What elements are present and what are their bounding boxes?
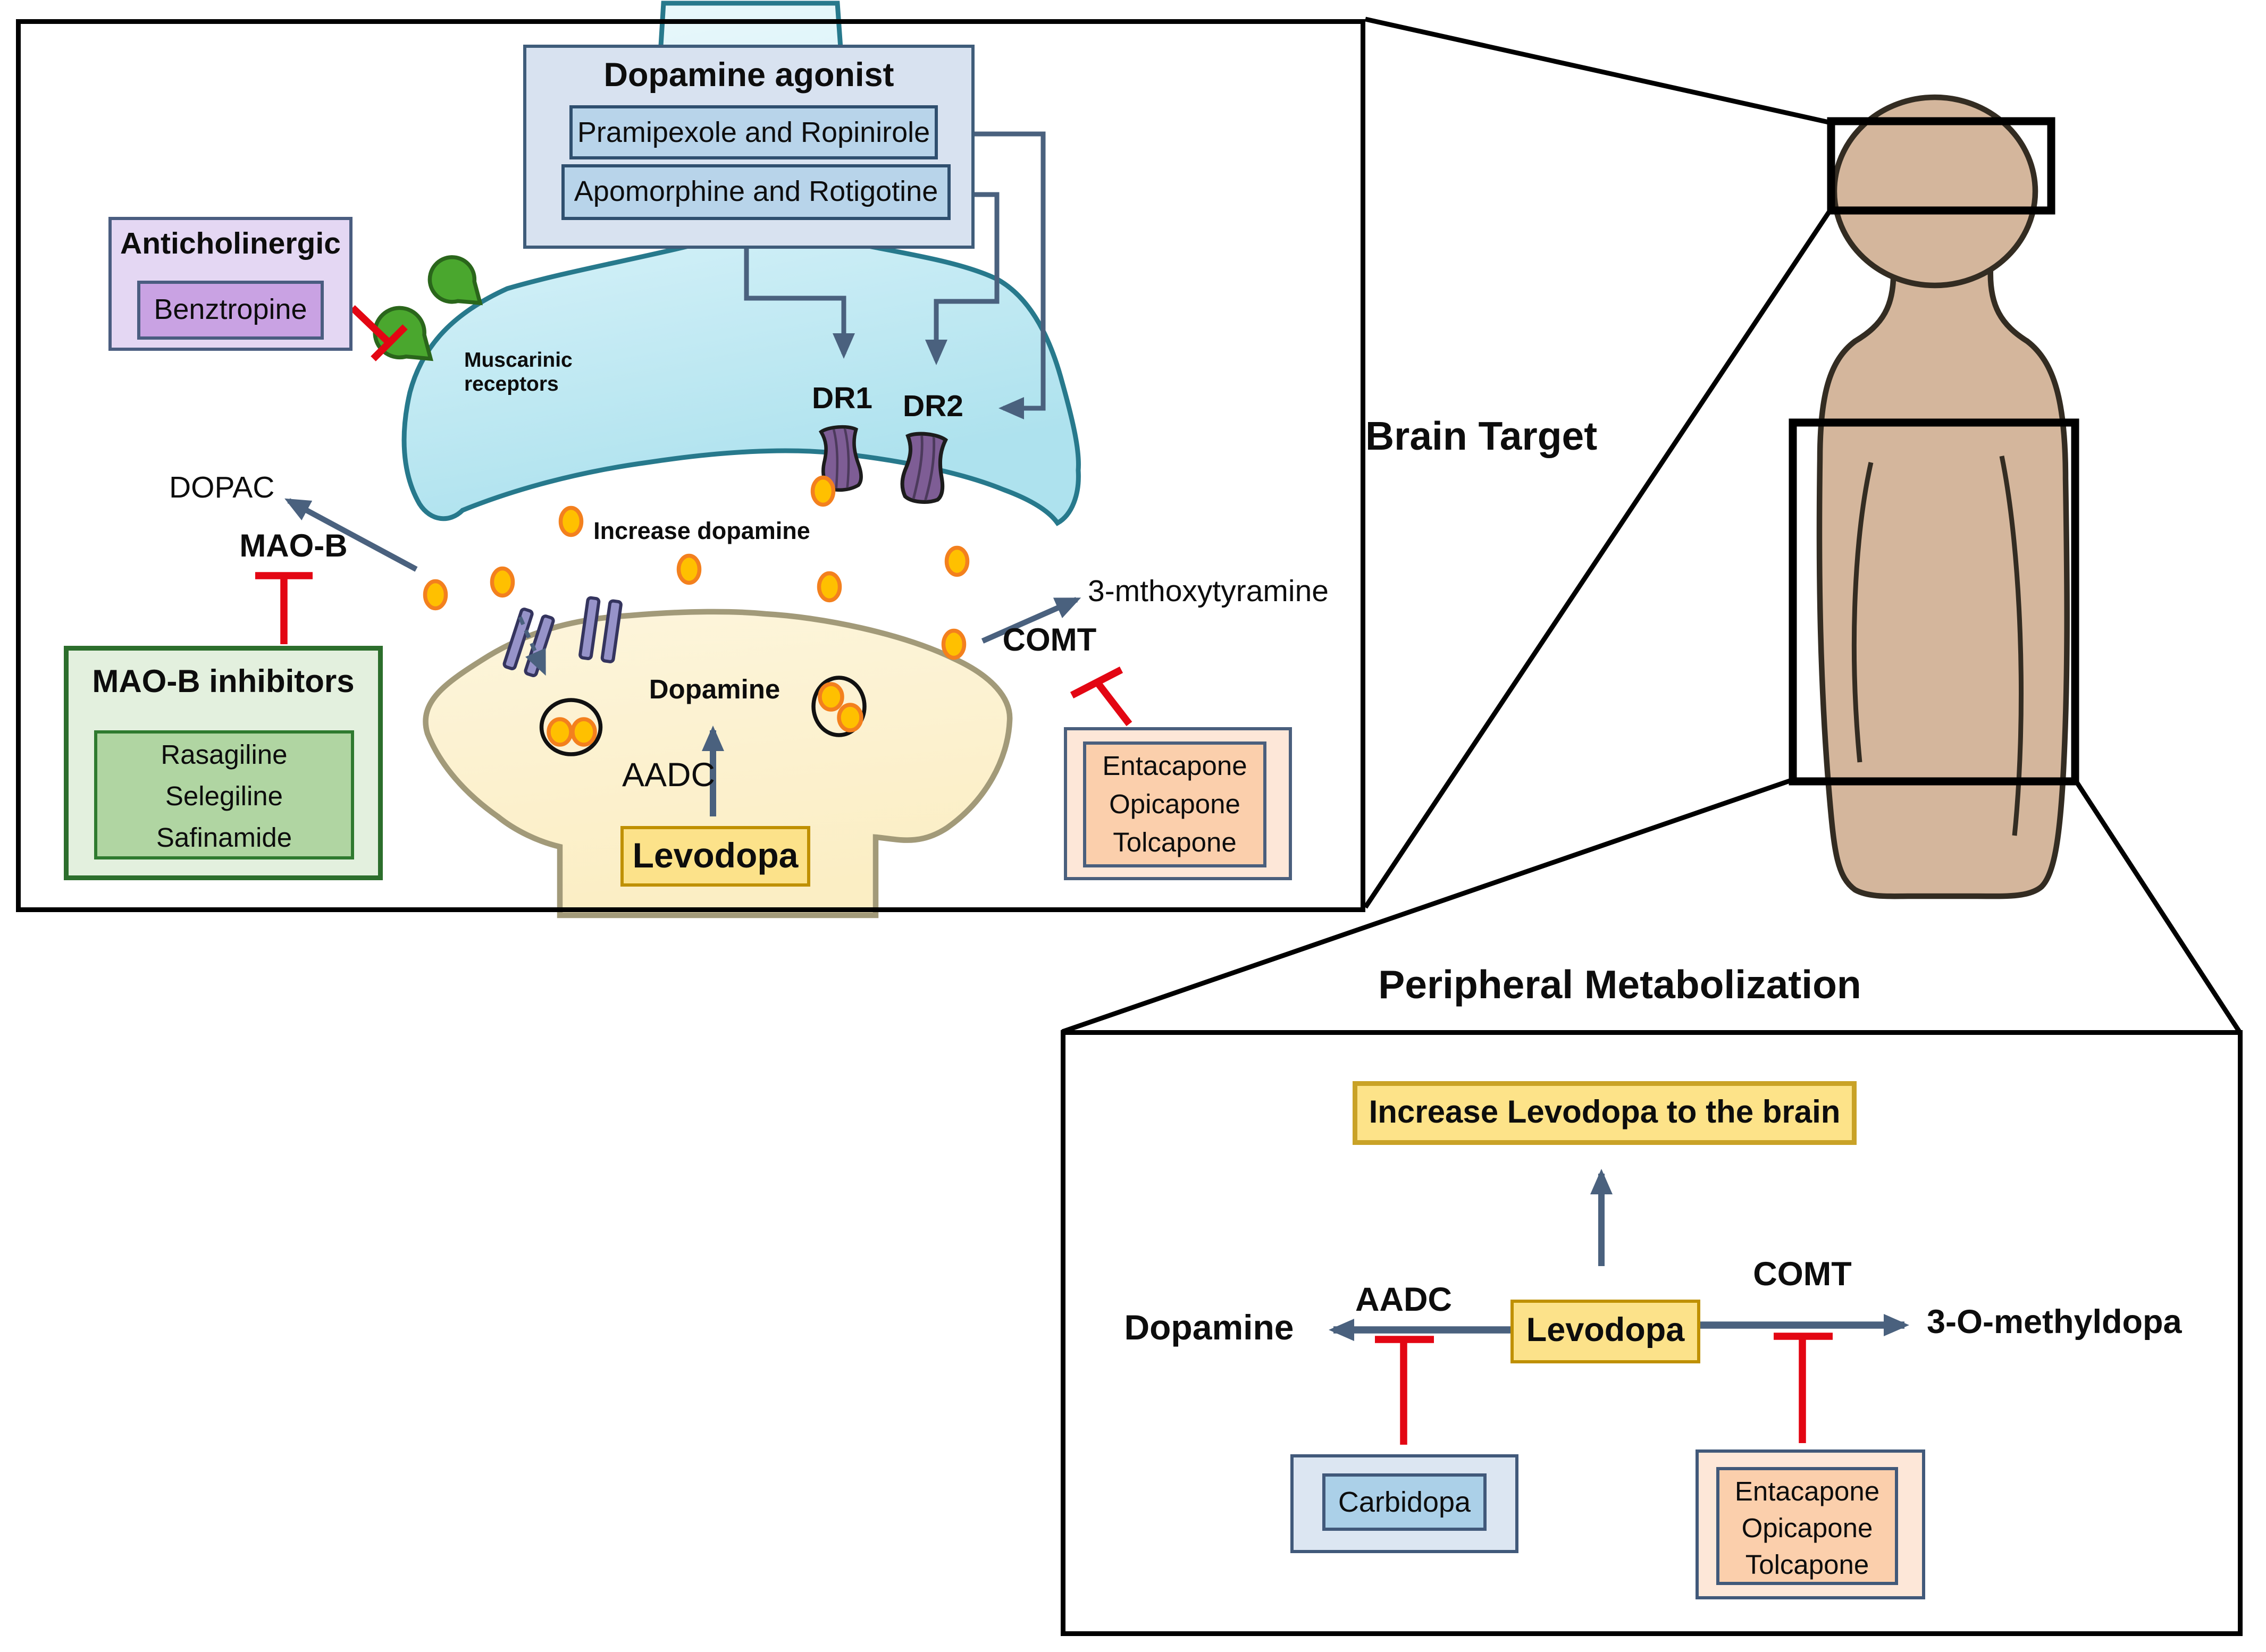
body-head xyxy=(1831,94,2038,289)
callout-peripheral-right xyxy=(2073,778,2242,1033)
benztropine-box: Benztropine xyxy=(137,281,324,340)
drug-selegiline: Selegiline xyxy=(165,781,283,812)
dr1-label: DR1 xyxy=(811,383,872,416)
brain-target-label: Brain Target xyxy=(1365,415,1598,459)
dr1-receptor-icon xyxy=(818,425,863,492)
comt-metabolite-arrow xyxy=(981,597,1081,644)
dopamine-label-peripheral: Dopamine xyxy=(1124,1308,1294,1347)
callout-brain-bottom xyxy=(1363,207,1833,909)
increase-dopamine-label: Increase dopamine xyxy=(593,518,810,545)
agonist-connectors xyxy=(744,131,1046,419)
peripheral-metabolization-panel xyxy=(1061,1030,2243,1636)
drug-tolcapone-peripheral: Tolcapone xyxy=(1745,1550,1869,1580)
maob-label: MAO-B xyxy=(239,529,348,564)
comt-inhibition-tbar-peripheral xyxy=(1774,1333,1833,1443)
reuptake-dashed-arrow xyxy=(518,616,546,676)
peripheral-metabolization-title: Peripheral Metabolization xyxy=(1378,963,1861,1008)
muscarinic-line2: receptors xyxy=(464,372,559,395)
carbidopa-inhibition-tbar xyxy=(1375,1336,1434,1445)
maob-inhibition-tbar xyxy=(255,572,313,644)
comt-inhibitors-drug-list-brain: Entacapone Opicapone Tolcapone xyxy=(1083,741,1266,867)
callout-peripheral-left xyxy=(1061,777,1794,1034)
aadc-label-peripheral: AADC xyxy=(1355,1282,1452,1319)
comt-label-brain: COMT xyxy=(1002,623,1097,659)
anticholinergic-title: Anticholinergic xyxy=(120,228,341,262)
callout-brain-top xyxy=(1365,16,1832,125)
maob-dopac-arrow xyxy=(284,498,418,572)
dopamine-agonist-title: Dopamine agonist xyxy=(603,57,894,94)
drug-opicapone-peripheral: Opicapone xyxy=(1741,1513,1873,1544)
apomorphine-rotigotine-box: Apomorphine and Rotigotine xyxy=(561,164,951,220)
torso-target-rect xyxy=(1789,418,2079,786)
drug-safinamide: Safinamide xyxy=(156,823,292,853)
presynaptic-neuron xyxy=(423,609,1013,918)
connector-apomorphine-dr2 xyxy=(925,192,1000,365)
levodopa-box-peripheral: Levodopa xyxy=(1510,1300,1700,1363)
drug-tolcapone: Tolcapone xyxy=(1113,828,1237,858)
muscarinic-receptor-icon xyxy=(427,255,483,306)
maob-inhibitors-drug-list: Rasagiline Selegiline Safinamide xyxy=(94,730,354,859)
comt-inhibition-tbar-brain xyxy=(1070,667,1132,727)
dr2-receptor-icon xyxy=(900,432,949,504)
benztropine-inhibition-tbar xyxy=(350,305,408,361)
vesicle-icon xyxy=(539,698,603,756)
muscarinic-receptors-label: Muscarinic receptors xyxy=(464,348,592,395)
dopamine-label-brain: Dopamine xyxy=(649,675,780,705)
human-body-figure xyxy=(1789,94,2079,899)
muscarinic-line1: Muscarinic xyxy=(464,348,573,372)
maob-inhibitors-title: MAO-B inhibitors xyxy=(92,665,355,700)
drug-entacapone: Entacapone xyxy=(1102,751,1247,781)
postsynaptic-neuron xyxy=(401,1,1081,526)
brain-synapse-panel xyxy=(16,19,1365,912)
methoxytyramine-label: 3-mthoxytyramine xyxy=(1088,576,1329,609)
connector-apomorphine-dr1 xyxy=(744,222,855,359)
dr2-label: DR2 xyxy=(902,391,963,424)
levodopa-box-brain: Levodopa xyxy=(620,826,810,887)
pramipexole-ropinirole-box: Pramipexole and Ropinirole xyxy=(569,105,938,159)
vesicle-icon xyxy=(811,676,867,737)
head-target-rect xyxy=(1827,117,2055,215)
callout-lines xyxy=(1061,16,2242,1034)
dopac-label: DOPAC xyxy=(169,472,275,505)
carbidopa-box: Carbidopa xyxy=(1322,1473,1487,1531)
drug-entacapone-peripheral: Entacapone xyxy=(1734,1477,1880,1507)
drug-rasagiline: Rasagiline xyxy=(161,740,288,770)
dopamine-molecule-dots xyxy=(423,475,970,660)
methyldopa-label: 3-O-methyldopa xyxy=(1927,1304,2182,1341)
aadc-label-brain: AADC xyxy=(622,757,716,794)
comt-label-peripheral: COMT xyxy=(1753,1257,1852,1293)
increase-levodopa-box: Increase Levodopa to the brain xyxy=(1353,1081,1857,1145)
connector-pramipexole-dr2 xyxy=(933,131,1046,419)
comt-inhibitors-drug-list-peripheral: Entacapone Opicapone Tolcapone xyxy=(1716,1467,1898,1585)
dopamine-transporter-icon xyxy=(578,596,623,663)
drug-opicapone: Opicapone xyxy=(1109,789,1240,820)
